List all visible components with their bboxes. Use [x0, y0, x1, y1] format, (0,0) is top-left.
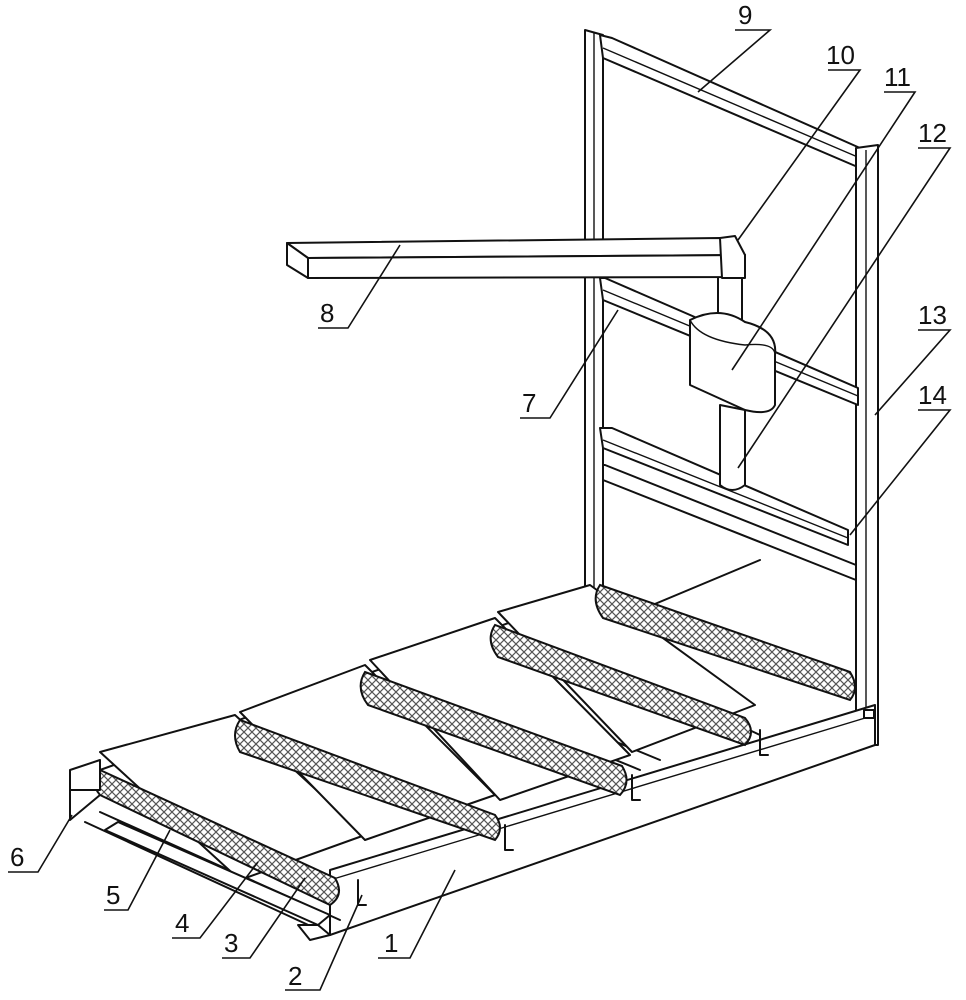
end-plate — [69, 759, 101, 791]
callout-4: 4 — [175, 908, 189, 938]
leader-lines — [8, 29, 952, 991]
right-upright — [855, 144, 879, 746]
callout-7: 7 — [522, 388, 536, 418]
clips — [357, 709, 875, 906]
callout-12: 12 — [918, 118, 947, 148]
lower-crossbar — [602, 464, 857, 581]
callout-6: 6 — [10, 842, 24, 872]
vertical-frame — [584, 29, 879, 746]
arm-joint — [719, 235, 746, 279]
callout-1: 1 — [384, 928, 398, 958]
arm-end — [286, 242, 309, 279]
callout-3: 3 — [224, 928, 238, 958]
callout-8: 8 — [320, 298, 334, 328]
callout-labels: 1 2 3 4 5 6 7 8 9 10 11 12 13 14 — [10, 0, 947, 991]
arm-front — [307, 254, 746, 279]
slider-assembly — [689, 259, 777, 491]
callout-10: 10 — [826, 40, 855, 70]
mesh-roller-5 — [594, 583, 856, 702]
mesh-roller-4 — [489, 623, 752, 747]
mesh-roller-3 — [359, 670, 628, 797]
rotating-arm — [286, 235, 746, 279]
mesh-roller-2 — [234, 718, 501, 842]
callout-14: 14 — [918, 380, 947, 410]
callout-9: 9 — [738, 0, 752, 30]
base-front-panel — [329, 704, 876, 936]
callout-13: 13 — [918, 300, 947, 330]
callout-11: 11 — [884, 62, 911, 92]
mesh-rollers — [93, 583, 856, 907]
callout-2: 2 — [288, 961, 302, 991]
top-crossbar — [599, 34, 861, 169]
callout-5: 5 — [106, 880, 120, 910]
